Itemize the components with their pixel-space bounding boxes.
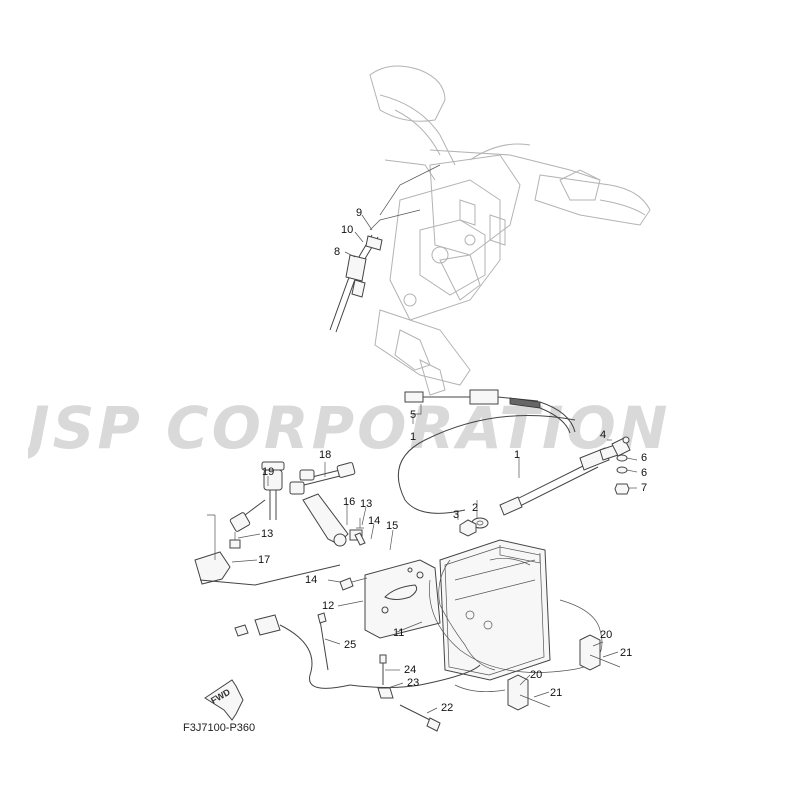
callout-1b: 1	[514, 449, 520, 461]
throttle-cable-upper	[329, 164, 441, 333]
callout-2: 2	[472, 502, 478, 514]
callout-17: 17	[258, 554, 270, 566]
throttle-cable	[397, 389, 631, 537]
callout-6a: 6	[641, 452, 647, 464]
nut-3	[459, 519, 477, 537]
lever-16	[302, 493, 366, 547]
washer-6a	[616, 454, 628, 462]
mounting-plate-12	[339, 559, 441, 639]
callout-19: 19	[262, 466, 274, 478]
callout-16: 16	[343, 496, 355, 508]
handlebar-ghost	[369, 65, 651, 396]
washer-6b	[616, 466, 628, 474]
callout-11: 11	[393, 627, 404, 639]
callout-1a: 1	[410, 431, 416, 443]
callout-20b: 20	[530, 669, 542, 681]
callout-3: 3	[453, 509, 459, 521]
wire-harness	[234, 612, 481, 732]
callout-18: 18	[319, 449, 331, 461]
watermark-text: JSP CORPORATION	[28, 400, 670, 460]
callout-20a: 20	[600, 629, 612, 641]
callout-13a: 13	[261, 528, 273, 540]
leader-lines	[231, 214, 638, 714]
callout-14b: 14	[305, 574, 317, 586]
electrical-box-11	[429, 539, 603, 681]
callout-14a: 14	[368, 515, 380, 527]
callout-9: 9	[356, 207, 362, 219]
callout-10: 10	[341, 224, 353, 236]
callout-21a: 21	[620, 647, 632, 659]
cable-end-fitting	[469, 389, 499, 405]
fwd-arrow: FWD	[204, 679, 244, 721]
watermark: JSP CORPORATION	[28, 400, 670, 460]
callout-4: 4	[600, 429, 606, 441]
callout-8: 8	[334, 246, 340, 258]
cables-18-19	[229, 461, 356, 532]
callout-12: 12	[322, 600, 334, 612]
callout-13b: 13	[360, 498, 372, 510]
callout-23: 23	[407, 677, 419, 689]
callout-5: 5	[410, 409, 416, 421]
callout-15: 15	[386, 520, 398, 532]
callout-21b: 21	[550, 687, 562, 699]
diagram-code: F3J7100-P360	[183, 722, 255, 734]
nut-7	[614, 483, 630, 495]
callouts: 5 1 1 2 3 4 6 6 7 8 9 10 11 12 13 13 14 …	[258, 207, 647, 714]
callout-7: 7	[641, 482, 647, 494]
callout-6b: 6	[641, 467, 647, 479]
callout-24: 24	[404, 664, 416, 676]
callout-22: 22	[441, 702, 453, 714]
bracket-17	[194, 514, 341, 586]
cable-adjuster	[345, 254, 367, 282]
clips-20-21	[454, 634, 621, 711]
callout-25: 25	[344, 639, 356, 651]
